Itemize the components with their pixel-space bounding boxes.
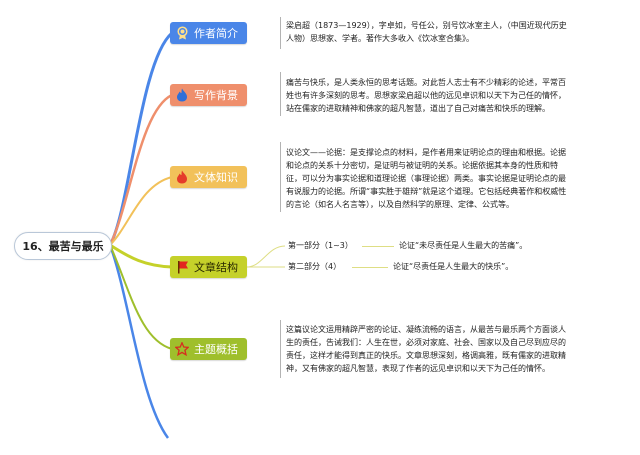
part-2-title: 第二部分（4）: [288, 262, 342, 271]
branch-background: [108, 93, 173, 246]
desc-line: 有说服力的论据。所谓“事实胜于雄辩”就是这个道理。它包括经典著作和权威性: [286, 187, 567, 196]
branch-structure: [109, 243, 173, 269]
medal-icon: [174, 25, 190, 41]
desc-author: 梁启超（1873—1929），字卓如，号任公，别号饮冰室主人，（中国近现代历史 …: [286, 19, 626, 45]
desc-line: 痛苦与快乐，是人类永恒的思考话题。对此哲人志士有不少精彩的论述，平常百: [286, 78, 566, 87]
topic-theme[interactable]: 主题概括: [170, 338, 247, 360]
topic-background[interactable]: 写作背景: [170, 84, 247, 106]
desc-line: 梁启超（1873—1929），字卓如，号任公，别号饮冰室主人，（中国近现代历史: [286, 21, 567, 30]
desc-line: 征，可以分为事实论据和道理论据（事理论据）两类。事实论据是证明论点的最: [286, 174, 566, 183]
root-topic[interactable]: 16、最苦与最乐: [14, 232, 112, 260]
divider-author: [280, 17, 281, 49]
desc-line: 这篇议论文运用精辟严密的论证、凝练流畅的语言，从最苦与最乐两个方面谈人: [286, 325, 566, 334]
topic-author[interactable]: 作者简介: [170, 22, 247, 44]
flame-icon: [174, 87, 190, 103]
topic-structure[interactable]: 文章结构: [170, 256, 247, 278]
desc-line: 神，又有佛家的超凡智慧，表现了作者的远见卓识和以天下为己任的情怀。: [286, 364, 550, 373]
topic-style-label: 文体知识: [194, 171, 238, 184]
desc-background: 痛苦与快乐，是人类永恒的思考话题。对此哲人志士有不少精彩的论述，平常百 姓也有许…: [286, 76, 626, 115]
topic-structure-label: 文章结构: [194, 261, 238, 274]
part-2-note: 论证“尽责任是人生最大的快乐”。: [393, 262, 514, 271]
topic-author-label: 作者简介: [194, 27, 238, 40]
divider-theme: [280, 320, 281, 378]
flag-icon: [174, 259, 190, 275]
topic-theme-label: 主题概括: [194, 343, 238, 356]
star-icon: [174, 341, 190, 357]
desc-line: 责任，这样才能得到真正的快乐。文章思想深刻，格调高雅，既有儒家的进取精: [286, 351, 566, 360]
divider-style: [280, 142, 281, 212]
part-1-connector: [362, 246, 394, 247]
desc-line: 和论点的关系十分密切，是证明与被证明的关系。论据依据其本身的性质和特: [286, 161, 558, 170]
topic-background-label: 写作背景: [194, 89, 238, 102]
branch-author-tail: [108, 244, 170, 439]
flame-icon: [174, 169, 190, 185]
branch-theme: [109, 244, 173, 350]
part-1-note: 论证“未尽责任是人生最大的苦痛”。: [399, 241, 528, 250]
desc-line: 姓也有许多深刻的思考。思想家梁启超以他的远见卓识和以天下为己任的情怀，: [286, 91, 566, 100]
desc-line: 站在儒家的进取精神和佛家的超凡智慧，道出了自己对痛苦和快乐的理解。: [286, 104, 550, 113]
desc-line: 议论文——论据：是支撑论点的材料，是作者用来证明论点的理由和根据。论据: [286, 148, 566, 157]
topic-style[interactable]: 文体知识: [170, 166, 247, 188]
desc-line: 生的责任，告诫我们：人生在世，必须对家庭、社会、国家以及自己尽到应尽的: [286, 338, 566, 347]
desc-style: 议论文——论据：是支撑论点的材料，是作者用来证明论点的理由和根据。论据 和论点的…: [286, 146, 626, 211]
connector-part1: [246, 245, 286, 268]
desc-line: 人物）思想家、学者。著作大多收入《饮冰室合集》。: [286, 34, 474, 43]
branch-author: [108, 31, 174, 246]
part-2-connector: [352, 267, 388, 268]
part-1-title: 第一部分（1~3）: [288, 241, 353, 250]
branch-style: [109, 176, 173, 246]
desc-line: 的言论（如名人名言等），以及自然科学的原理、定律、公式等。: [286, 200, 514, 209]
divider-background: [280, 72, 281, 116]
desc-theme: 这篇议论文运用精辟严密的论证、凝练流畅的语言，从最苦与最乐两个方面谈人 生的责任…: [286, 323, 626, 375]
root-title: 16、最苦与最乐: [22, 240, 104, 253]
